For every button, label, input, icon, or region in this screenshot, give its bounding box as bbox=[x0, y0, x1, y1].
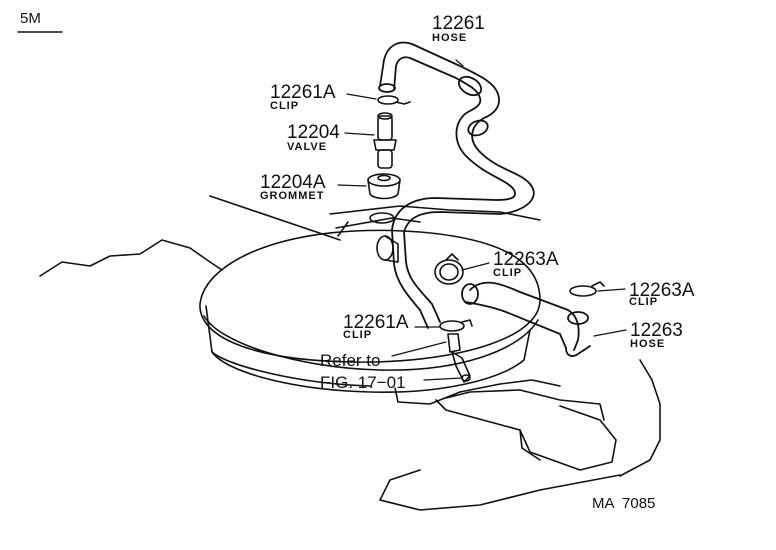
part-name-grommet-12204a: GROMMET bbox=[260, 190, 325, 202]
part-name-clip-12263a-right: CLIP bbox=[629, 296, 659, 308]
reference-note-line1: Refer to bbox=[320, 351, 381, 370]
housing-boss bbox=[377, 236, 398, 262]
engine-rib bbox=[336, 218, 420, 236]
intake-duct bbox=[380, 360, 660, 510]
part-number-clip-12261a-top: 12261A bbox=[270, 82, 336, 103]
part-number-valve-12204: 12204 bbox=[287, 122, 340, 143]
engine-bracket bbox=[210, 196, 540, 240]
part-name-hose-12261: HOSE bbox=[432, 32, 468, 44]
clip-12261a-top bbox=[378, 96, 410, 104]
grommet-12204a bbox=[368, 174, 400, 223]
part-name-clip-12261a-top: CLIP bbox=[270, 100, 300, 112]
hose-12261 bbox=[379, 43, 534, 328]
leader-lines bbox=[338, 60, 626, 380]
part-name-valve-12204: VALVE bbox=[287, 141, 328, 153]
part-number-grommet-12204a: 12204A bbox=[260, 172, 326, 193]
part-name-hose-12263: HOSE bbox=[630, 338, 666, 350]
engine-outline-left bbox=[40, 240, 222, 276]
drawing-code: MA 7085 bbox=[592, 495, 656, 512]
part-number-hose-12261: 12261 bbox=[432, 13, 485, 34]
hose-12263 bbox=[462, 283, 590, 356]
diagram-code: 5M bbox=[20, 10, 41, 27]
pcv-fitting bbox=[448, 334, 470, 382]
part-number-hose-12263: 12263 bbox=[630, 320, 683, 341]
valve-12204 bbox=[374, 113, 396, 168]
air-cleaner-housing bbox=[200, 230, 560, 404]
part-name-clip-12263a-ring: CLIP bbox=[493, 267, 523, 279]
clip-12261a-lower bbox=[440, 320, 472, 331]
part-number-clip-12261a-lower: 12261A bbox=[343, 312, 409, 333]
part-number-clip-12263a-ring: 12263A bbox=[493, 249, 559, 270]
part-number-clip-12263a-right: 12263A bbox=[629, 280, 695, 301]
clip-12263a-ring bbox=[435, 254, 463, 284]
reference-note-line2: FIG. 17−01 bbox=[320, 373, 406, 392]
part-name-clip-12261a-lower: CLIP bbox=[343, 329, 373, 341]
clip-12263a-right bbox=[570, 282, 604, 296]
